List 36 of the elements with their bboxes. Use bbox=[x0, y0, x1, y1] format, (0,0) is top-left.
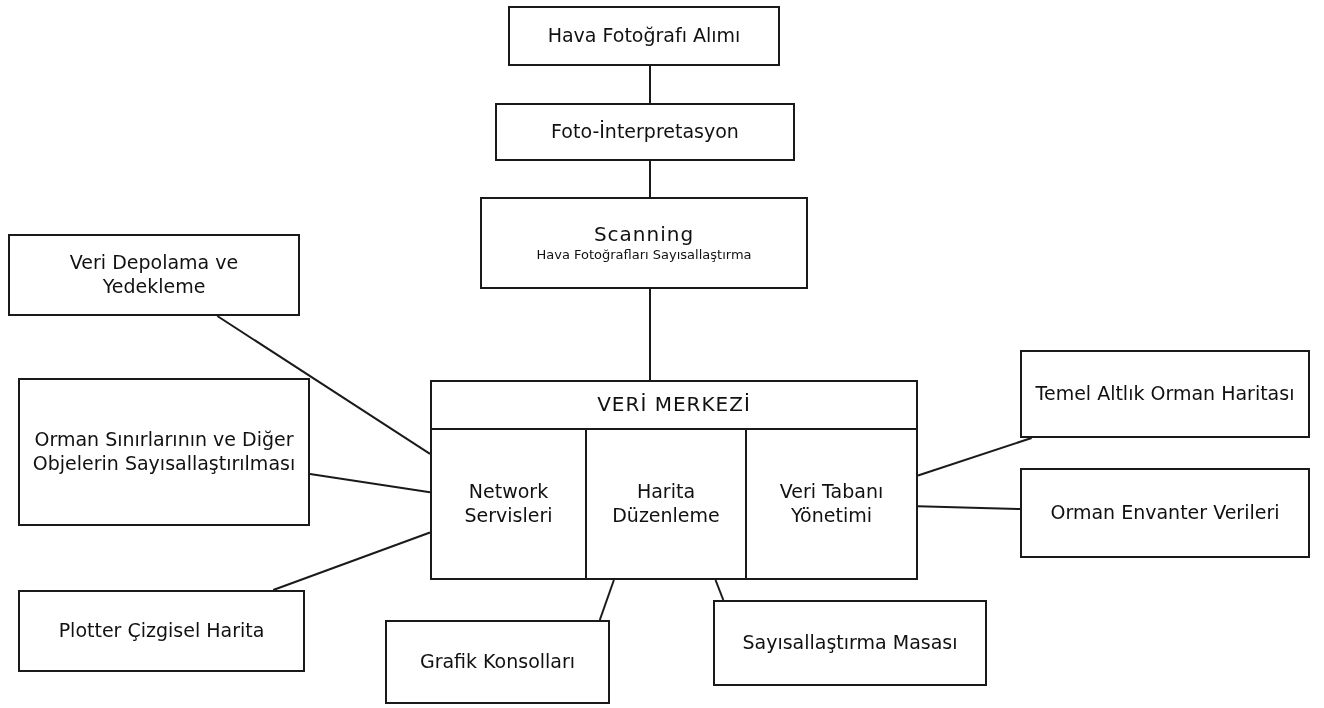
process-box bbox=[1020, 350, 1310, 438]
box-label: Scanning bbox=[593, 222, 695, 248]
process-box bbox=[8, 234, 300, 316]
connector-line bbox=[917, 505, 1021, 511]
box-label: Veri Depolama ve Yedekleme bbox=[68, 251, 240, 299]
box-label: Sayısallaştırma Masası bbox=[742, 631, 958, 655]
process-box bbox=[385, 620, 610, 704]
box-label: Veri Tabanı Yönetimi bbox=[778, 480, 885, 528]
connector-line bbox=[714, 579, 725, 601]
center-panel bbox=[430, 380, 918, 580]
box-label: Temel Altlık Orman Haritası bbox=[1035, 382, 1295, 406]
panel-title: VERİ MERKEZİ bbox=[597, 392, 751, 417]
process-box bbox=[495, 103, 795, 161]
process-box bbox=[18, 590, 305, 672]
connector-line bbox=[598, 579, 615, 621]
box-label: Network Servisleri bbox=[463, 480, 554, 528]
process-box bbox=[18, 378, 310, 526]
process-box bbox=[713, 600, 987, 686]
process-box bbox=[480, 197, 808, 289]
connector-line bbox=[917, 437, 1033, 477]
box-label: Orman Sınırlarının ve Diğer Objelerin Sayısallaştırılması bbox=[31, 428, 297, 476]
box-label: Plotter Çizgisel Harita bbox=[58, 619, 265, 643]
process-box bbox=[508, 6, 780, 66]
connector-line bbox=[649, 288, 651, 381]
box-label: Orman Envanter Verileri bbox=[1050, 501, 1280, 525]
box-label: Harita Düzenleme bbox=[611, 480, 721, 528]
box-label: Hava Fotoğrafı Alımı bbox=[547, 24, 741, 48]
connector-line bbox=[272, 531, 431, 591]
connector-line bbox=[649, 65, 651, 104]
process-box bbox=[1020, 468, 1310, 558]
connector-line bbox=[309, 473, 431, 494]
box-subtitle: Hava Fotoğrafları Sayısallaştırma bbox=[536, 247, 752, 264]
box-label: Foto-İnterpretasyon bbox=[551, 120, 739, 144]
connector-line bbox=[216, 315, 431, 455]
box-label: Grafik Konsolları bbox=[419, 650, 576, 674]
connector-line bbox=[649, 160, 651, 198]
